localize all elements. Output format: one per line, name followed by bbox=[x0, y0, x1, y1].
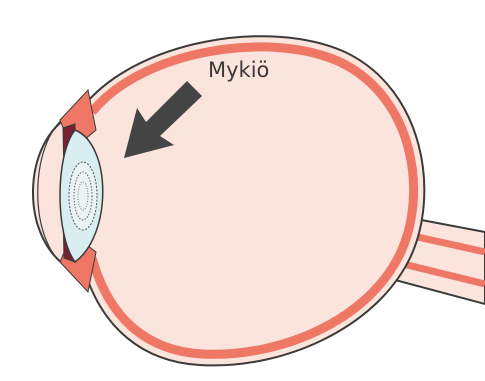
lens-label: Mykiö bbox=[208, 58, 269, 82]
eyeball bbox=[82, 36, 424, 365]
